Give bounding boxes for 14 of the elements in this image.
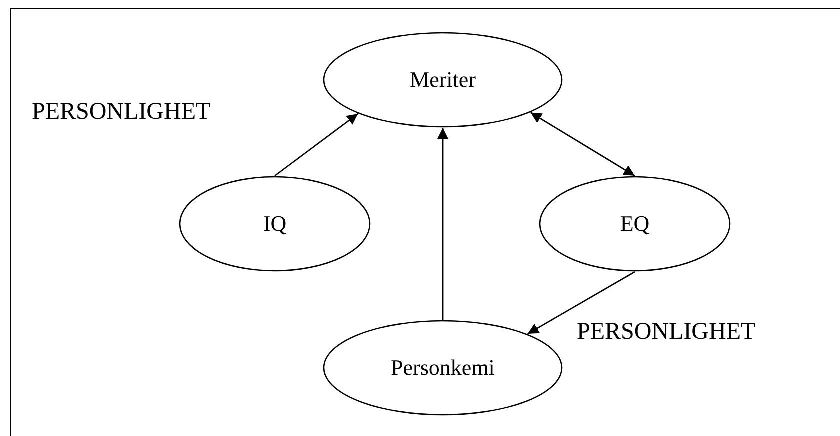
annotation-label: PERSONLIGHET <box>32 100 211 124</box>
annotation-label: PERSONLIGHET <box>577 320 756 344</box>
node-label: Personkemi <box>391 355 495 381</box>
ellipse-node <box>179 176 371 272</box>
arrow <box>274 113 359 177</box>
ellipse-node <box>539 176 731 272</box>
ellipse-node <box>323 320 563 416</box>
arrow <box>530 112 636 177</box>
node-label: IQ <box>263 211 287 237</box>
node-label: EQ <box>620 211 650 237</box>
ellipse-node <box>323 32 563 128</box>
arrow <box>528 271 636 335</box>
node-label: Meriter <box>410 67 476 93</box>
arrow <box>438 128 448 320</box>
